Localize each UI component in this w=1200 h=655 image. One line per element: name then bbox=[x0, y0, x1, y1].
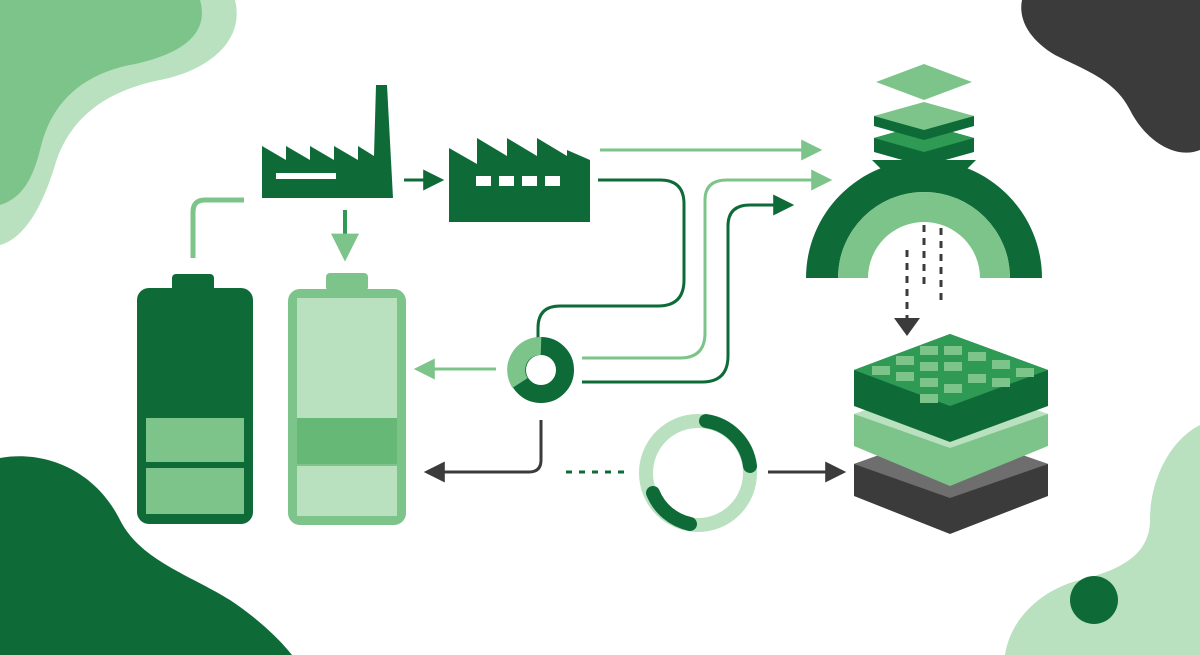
connector-factory-to-ring bbox=[536, 178, 686, 340]
arrow-ring-to-battery-lower bbox=[423, 420, 543, 483]
factory-icon bbox=[449, 138, 590, 222]
battery-light-icon bbox=[288, 273, 406, 525]
blob-bottom-left bbox=[0, 456, 292, 655]
arrow-ring-to-refinery-dark bbox=[582, 194, 795, 384]
blob-bottom-right bbox=[1005, 425, 1200, 655]
flow-connectors bbox=[190, 139, 943, 483]
stacked-layers-icon bbox=[874, 64, 974, 166]
arrow-drop-head bbox=[894, 318, 920, 336]
blob-bottom-right-dot bbox=[1070, 576, 1118, 624]
circular-cycle-icon bbox=[639, 414, 757, 532]
connector-battery-to-factory bbox=[190, 197, 244, 258]
refinery-arch-icon bbox=[806, 160, 1042, 278]
arrow-ring-to-refinery-light bbox=[582, 169, 833, 360]
battery-full-icon bbox=[137, 274, 253, 524]
factory-icon bbox=[262, 85, 393, 198]
blob-top-left bbox=[0, 0, 202, 205]
blob-top-right bbox=[1021, 0, 1200, 153]
recycle-ring-icon bbox=[507, 337, 574, 403]
circuit-stack-icon bbox=[854, 334, 1048, 534]
